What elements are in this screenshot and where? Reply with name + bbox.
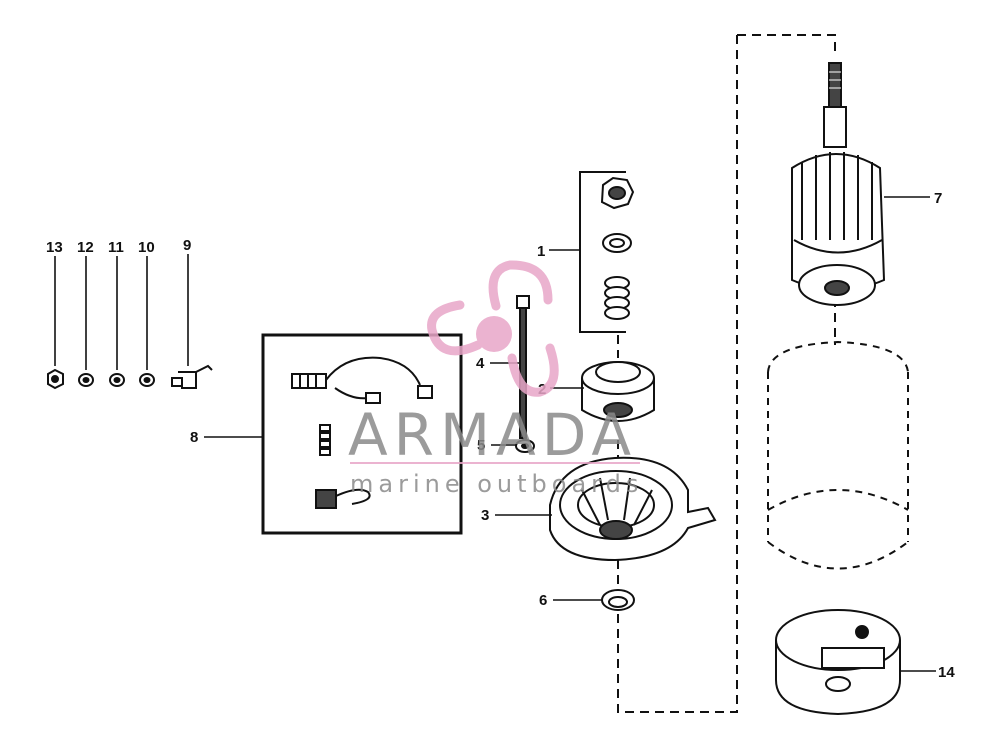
callout-11: 11: [108, 239, 124, 256]
drive-pinion: [581, 361, 655, 422]
propeller-logo: [427, 260, 559, 397]
callout-1: 1: [537, 243, 545, 260]
callout-12: 12: [77, 239, 94, 256]
end-plate: [549, 456, 717, 562]
brush-kit: [261, 333, 463, 535]
callout-10: 10: [138, 239, 155, 256]
callout-8: 8: [190, 429, 198, 446]
callout-13: 13: [46, 239, 63, 256]
watermark-tagline: marine outboards: [350, 470, 643, 498]
callout-6: 6: [539, 592, 547, 609]
leader-lines: [54, 196, 936, 672]
bushing: [601, 589, 635, 611]
callout-7: 7: [934, 190, 942, 207]
propeller-hub: [476, 316, 512, 352]
small-hardware: [47, 364, 213, 390]
callout-4: 4: [476, 355, 485, 372]
callout-14: 14: [938, 664, 955, 681]
washer-small: [515, 439, 535, 453]
callout-5: 5: [477, 437, 485, 454]
frame-housing: [767, 340, 909, 570]
nut-washer-spring-group: [579, 171, 635, 333]
callout-labels: 13 12 11 10 9 8 1 4 2 5 3 6 7 14: [46, 190, 955, 681]
end-cap: [775, 609, 901, 716]
armature: [791, 62, 886, 306]
watermark-brand: ARMADA: [348, 401, 637, 469]
terminal-clip: [171, 364, 213, 389]
callout-9: 9: [183, 237, 191, 254]
callout-3: 3: [481, 507, 489, 524]
watermark: ARMADA marine outboards: [348, 260, 643, 498]
